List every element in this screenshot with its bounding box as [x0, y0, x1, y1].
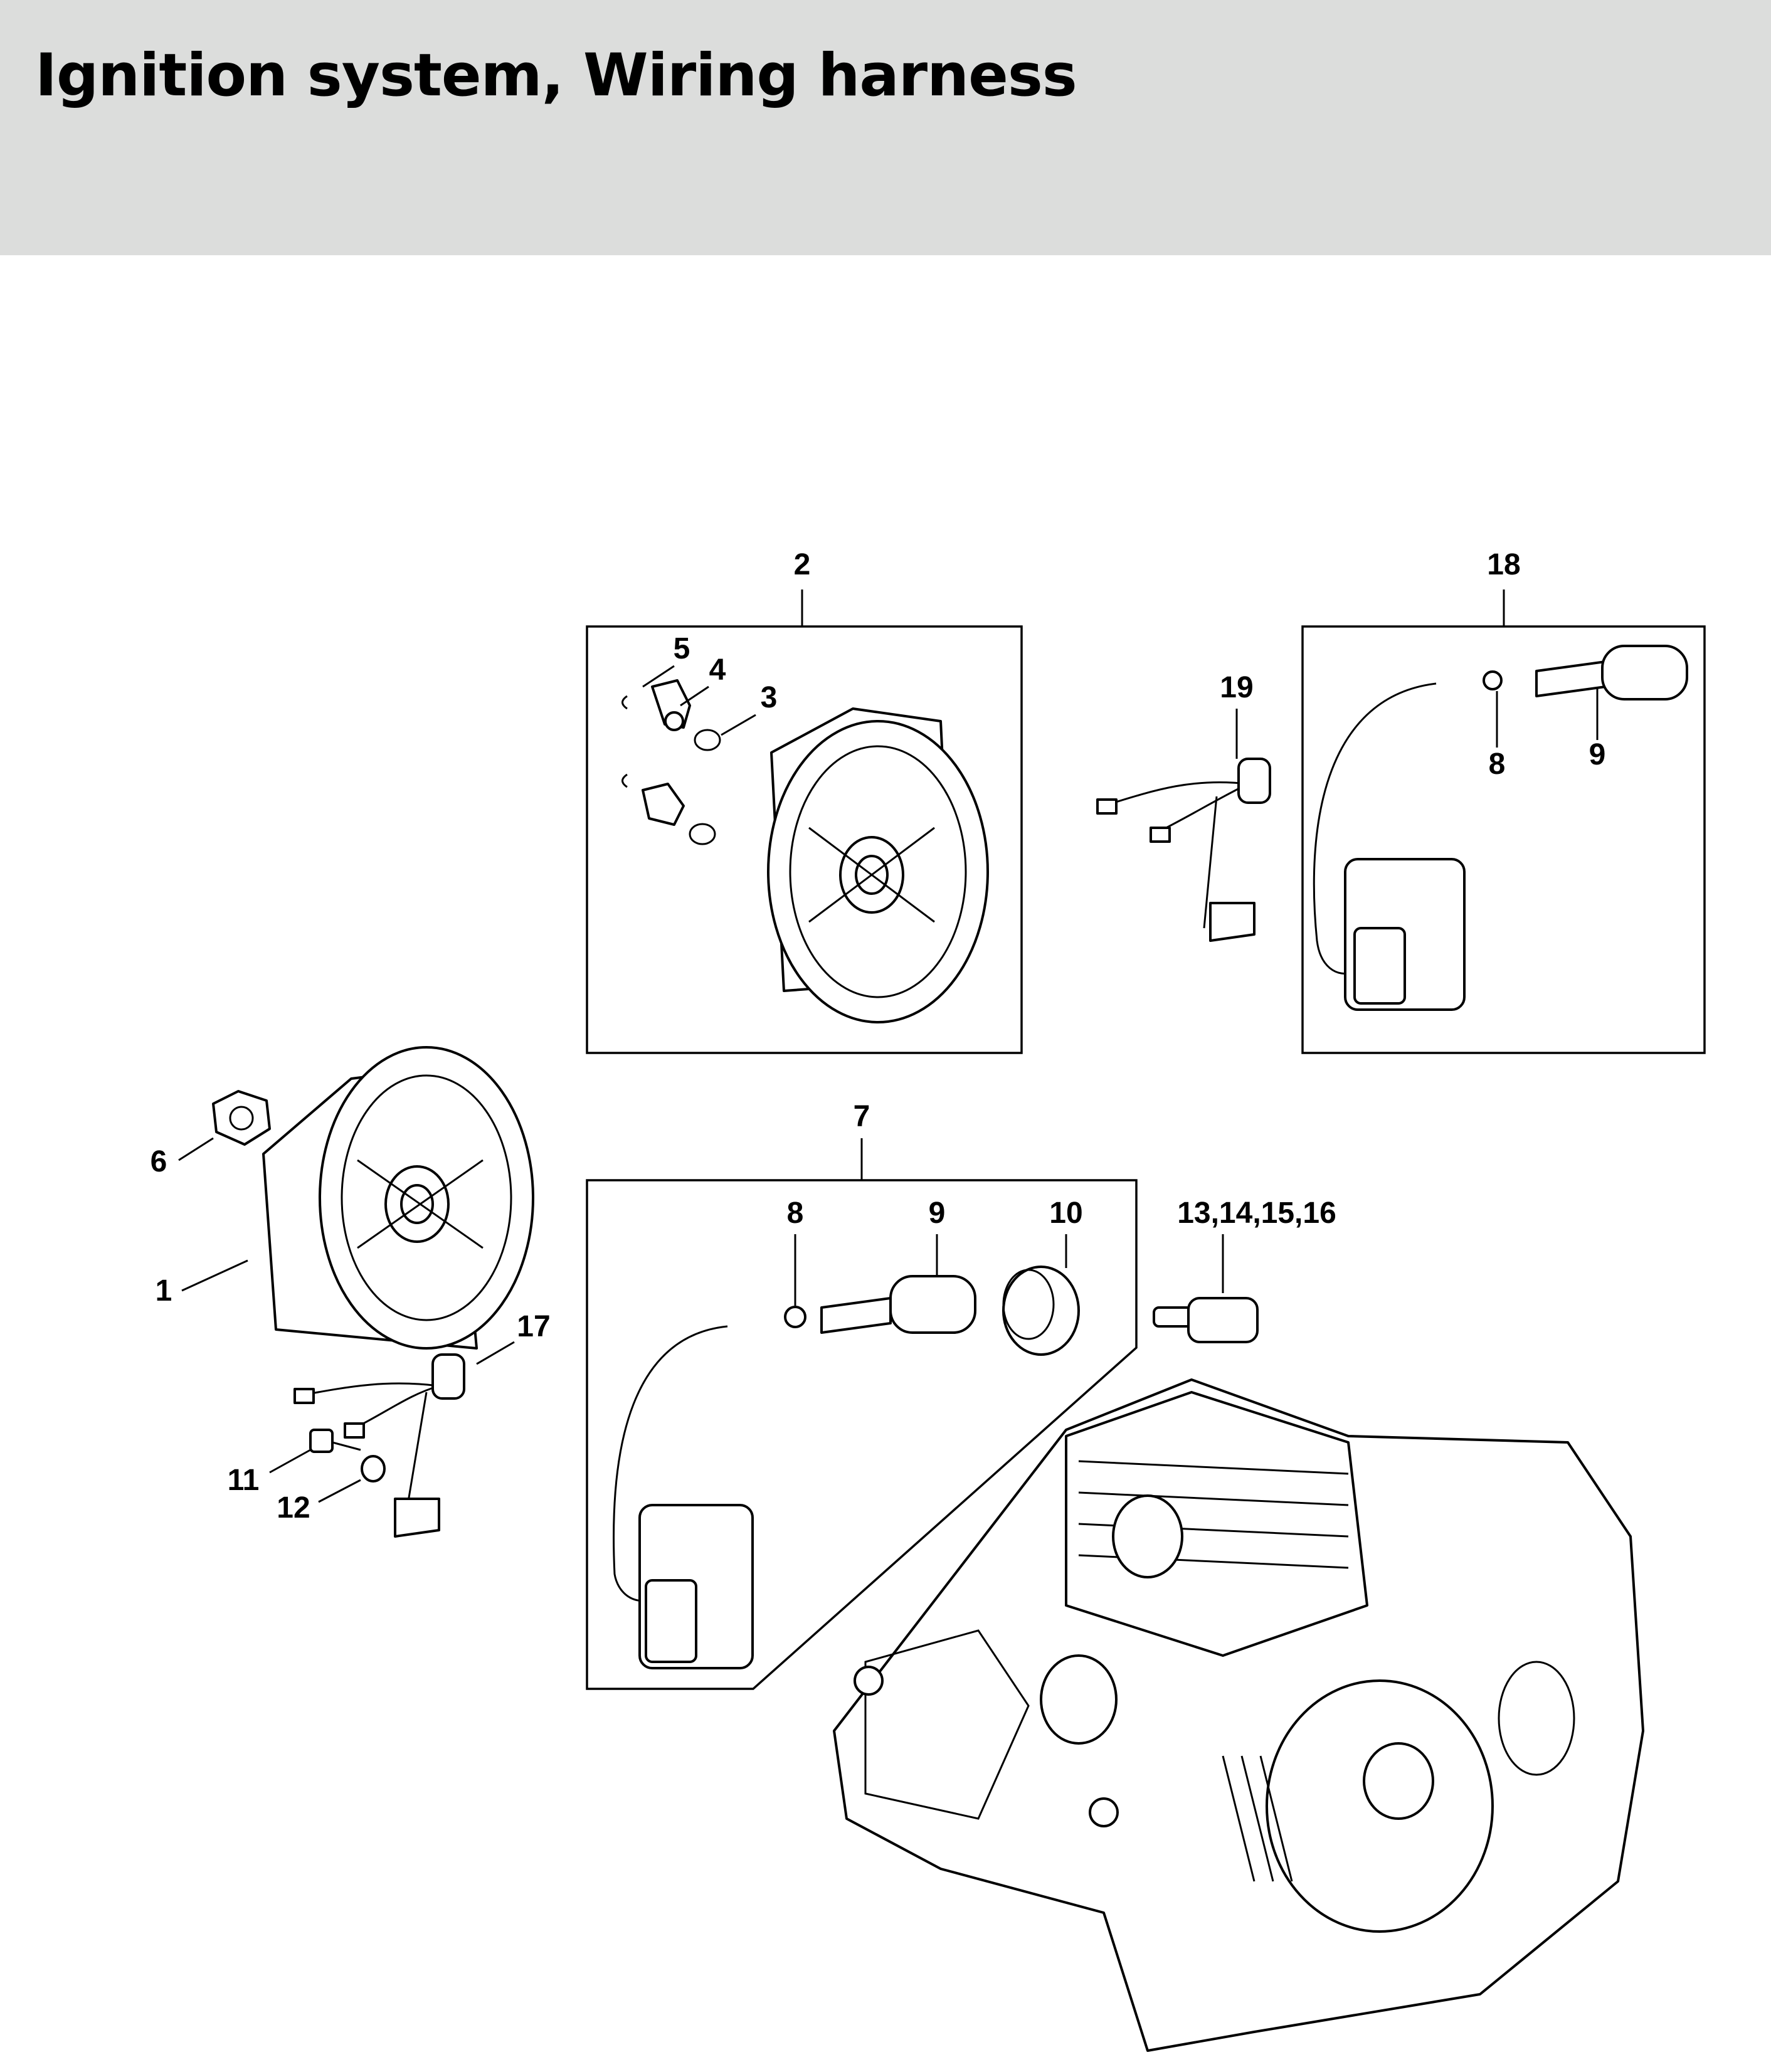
callout-6: 6	[151, 1145, 167, 1178]
callout-2: 2	[794, 548, 811, 581]
callout-3: 3	[761, 681, 778, 714]
leader-lines	[178, 589, 1599, 1503]
callout-13-16: 13,14,15,16	[1177, 1197, 1336, 1230]
group-box-7	[586, 1179, 1138, 1690]
callout-12: 12	[277, 1491, 310, 1525]
ignition-module-part-18	[1313, 645, 1688, 1011]
callout-7: 7	[854, 1100, 870, 1133]
pawl-parts-3-4-5	[621, 679, 721, 845]
engine-crankcase	[833, 1378, 1644, 2052]
callout-1: 1	[156, 1274, 172, 1308]
group-box-2	[586, 625, 1023, 1054]
callout-17: 17	[517, 1310, 550, 1343]
callout-4: 4	[709, 653, 726, 687]
callout-19: 19	[1220, 671, 1253, 704]
callout-10: 10	[1049, 1197, 1082, 1230]
callout-8-box7: 8	[787, 1197, 804, 1230]
screw-and-washer-parts-11-12	[309, 1429, 386, 1483]
spark-plug-parts-13-16	[1153, 1297, 1259, 1343]
ignition-module-part-7	[613, 1266, 1080, 1669]
callout-5: 5	[674, 632, 690, 665]
flywheel-part-2	[767, 707, 989, 1023]
flywheel-part-1	[262, 1046, 534, 1350]
page-title: Ignition system, Wiring harness	[35, 41, 1077, 110]
callout-11: 11	[228, 1464, 260, 1497]
callout-18: 18	[1487, 548, 1520, 581]
nut-part-6	[212, 1090, 271, 1146]
callout-8-box18: 8	[1489, 748, 1506, 781]
callout-9-box7: 9	[929, 1197, 946, 1230]
wiring-harness-part-17	[293, 1353, 465, 1538]
page-header: Ignition system, Wiring harness	[0, 0, 1771, 255]
wiring-harness-part-19	[1096, 758, 1271, 942]
callout-9-box18: 9	[1589, 738, 1606, 771]
